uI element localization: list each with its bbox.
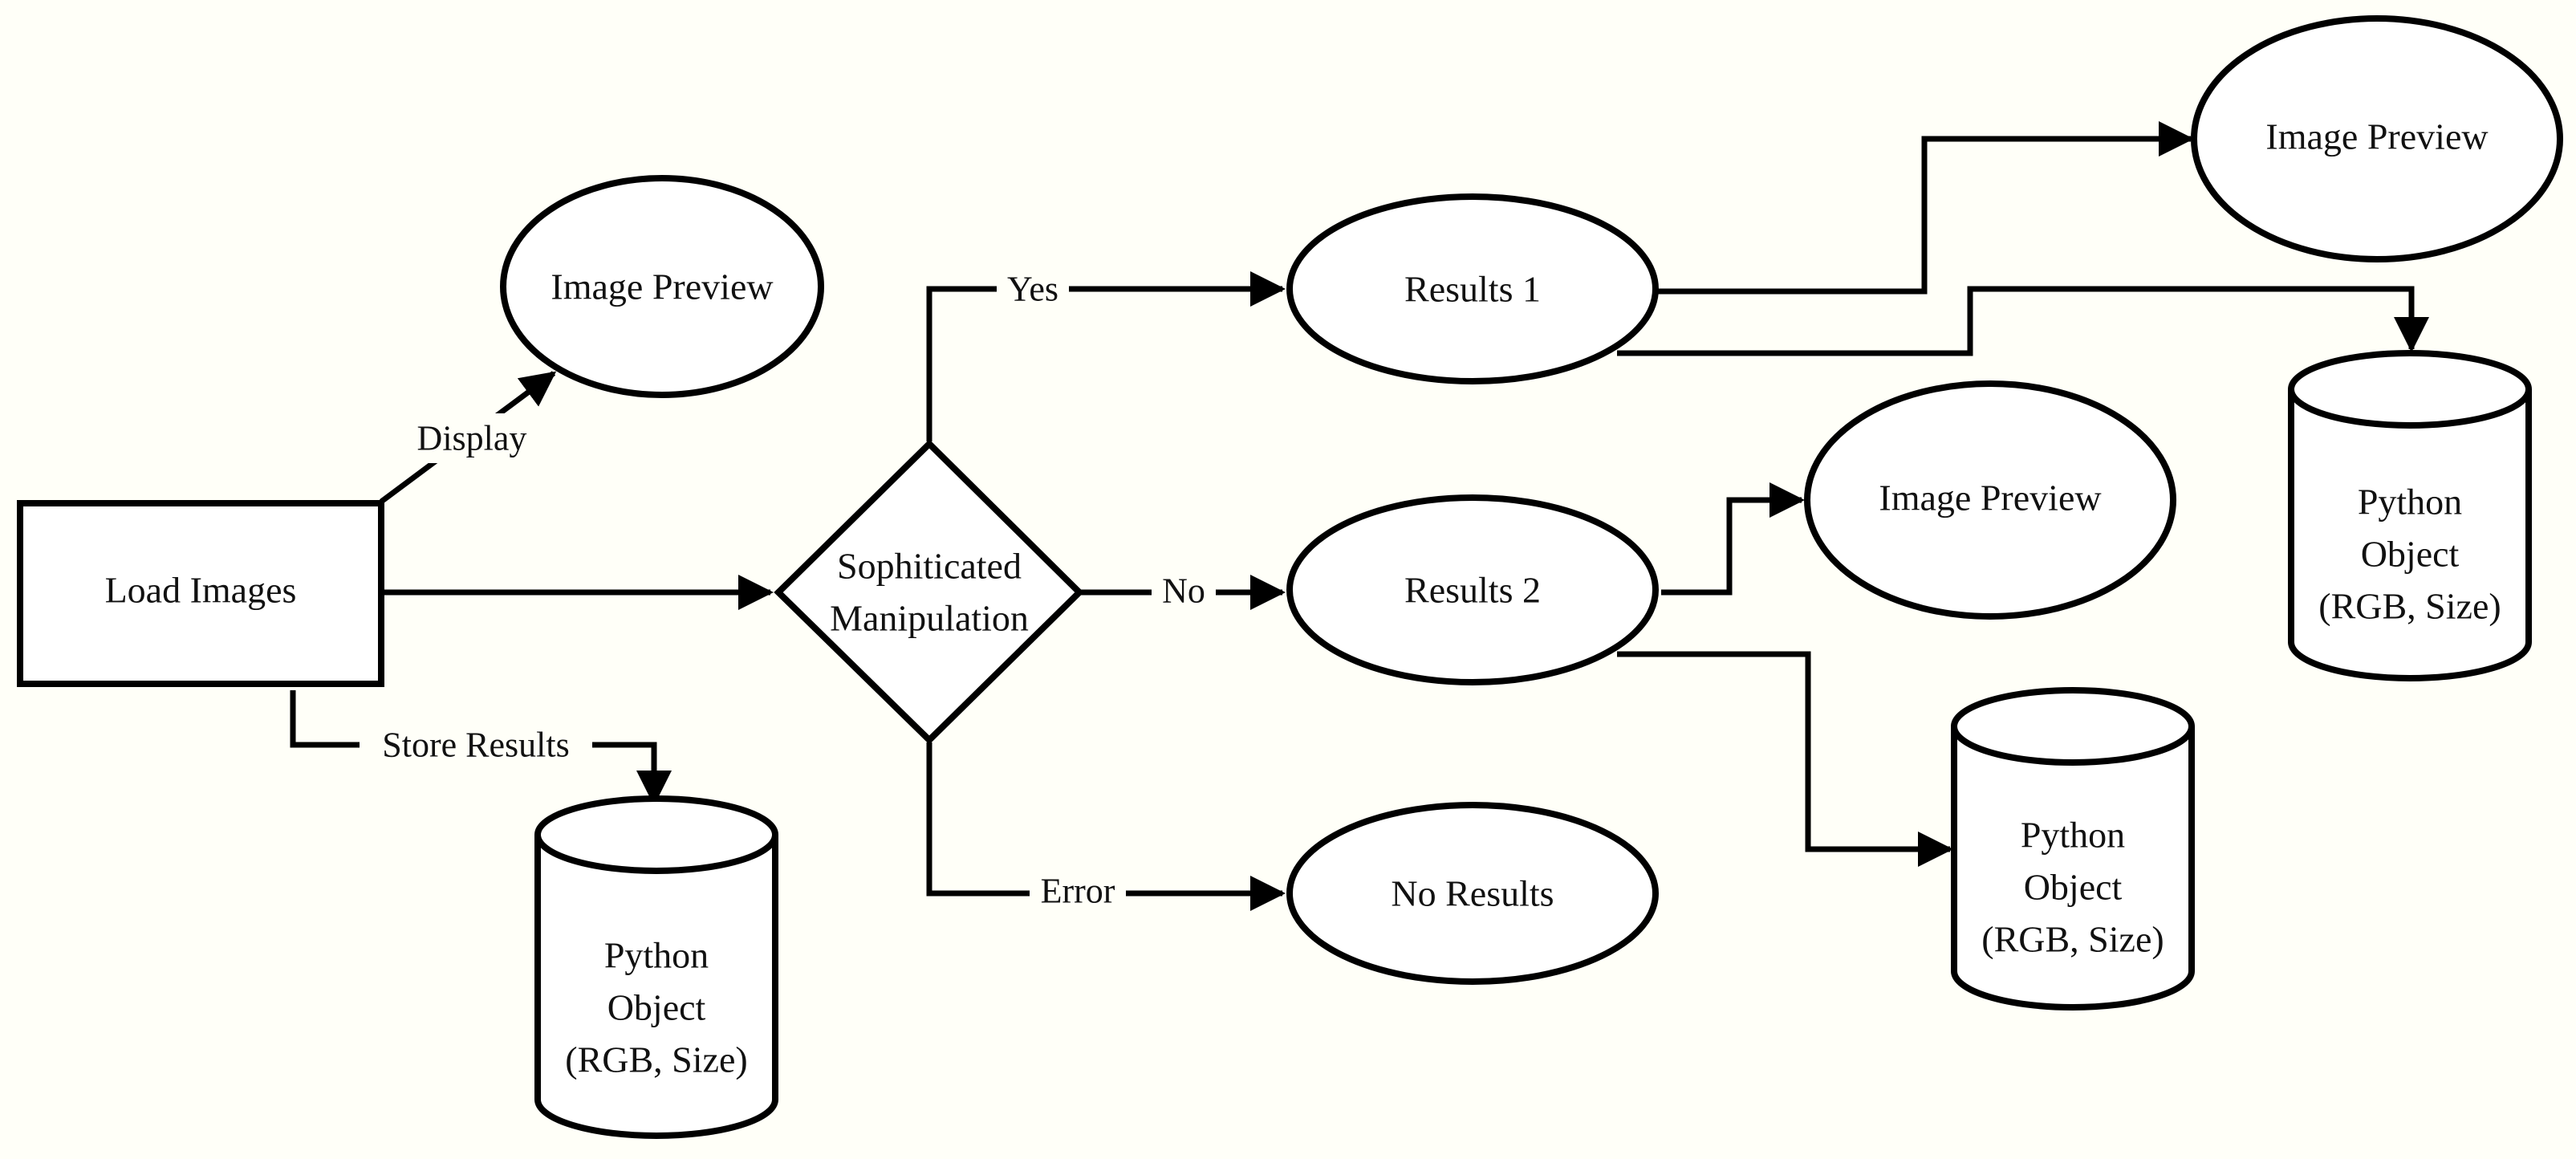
edge-yes [926,271,1286,441]
load-images-label: Load Images [105,570,297,611]
edge-r1-object [1617,286,2429,356]
object-r1-line3: (RGB, Size) [2318,586,2501,627]
edge-label-no: No [1162,571,1205,611]
image-preview-ellipse-r1 [2191,15,2563,262]
edge-label-yes: Yes [1007,270,1058,309]
python-object-cylinder-r2 [1951,687,2195,1011]
object-r1-line1: Python [2358,482,2462,523]
store-object-line3: (RGB, Size) [565,1039,747,1080]
object-r2-line3: (RGB, Size) [1981,919,2164,960]
object-r1-line2: Object [2361,534,2460,575]
edge-r1-preview [1657,121,2194,295]
image-preview-ellipse-left [500,175,824,398]
no-results-ellipse [1286,802,1659,985]
results-1-ellipse [1286,193,1659,384]
image-preview-label-r1: Image Preview [2265,116,2489,157]
image-preview-label-r2: Image Preview [1879,478,2102,518]
results-2-ellipse [1286,494,1659,685]
edge-label-display: Display [417,419,527,458]
results-2-label: Results 2 [1404,570,1541,611]
edge-r2-object [1617,651,1953,867]
object-r2-line1: Python [2021,815,2125,856]
results-1-label: Results 1 [1404,269,1541,310]
store-object-line2: Object [607,987,706,1028]
image-preview-label-left: Image Preview [551,266,774,307]
edge-error [926,742,1286,911]
object-r2-line2: Object [2024,867,2123,908]
load-images-box [17,500,384,687]
python-object-cylinder-r1 [2288,350,2532,681]
image-preview-ellipse-r2 [1804,380,2176,620]
decision-label-line1: Sophiticated [837,546,1022,587]
decision-diamond [774,439,1084,745]
edge-r2-preview [1661,482,1805,596]
store-object-line1: Python [604,935,709,976]
edge-label-store-results: Store Results [382,726,569,765]
python-object-cylinder-store [534,795,778,1139]
edge-label-error: Error [1041,872,1115,911]
decision-label-line2: Manipulation [830,598,1029,639]
no-results-label: No Results [1391,873,1554,914]
